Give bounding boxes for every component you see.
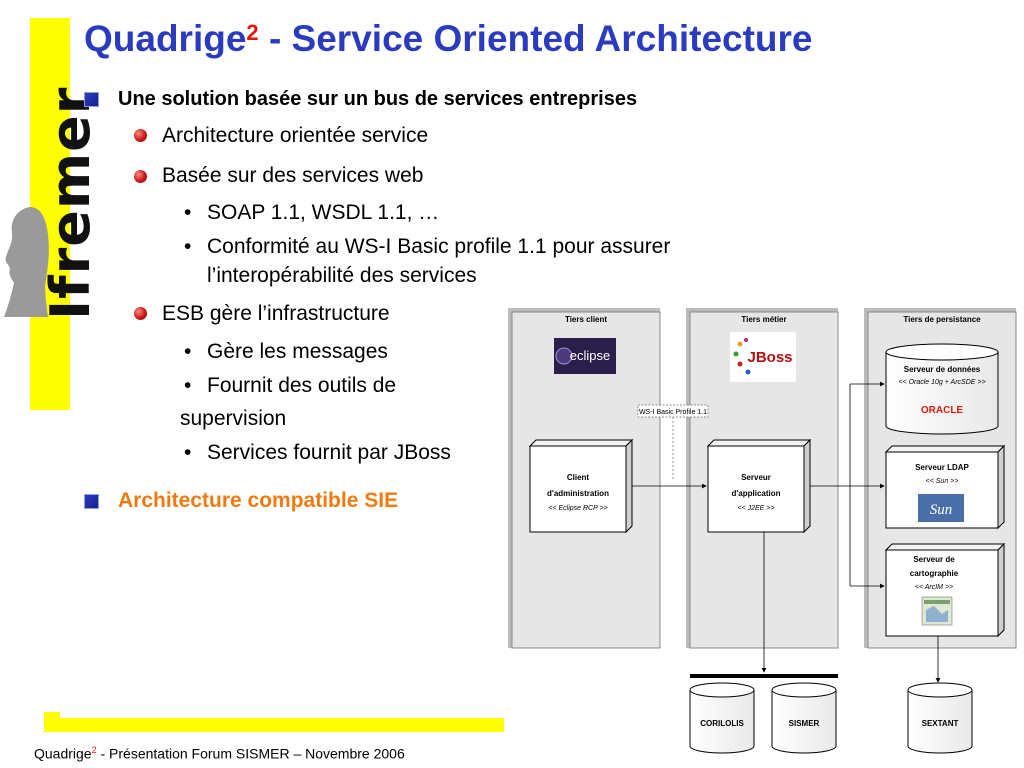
- tier-metier-label: Tiers métier: [741, 315, 786, 324]
- bullet-dot-icon: [134, 307, 147, 320]
- svg-text:d'application: d'application: [731, 489, 780, 498]
- bullet-l2: Basée sur des services web: [162, 164, 424, 187]
- ws-i-profile-label: WS-I Basic Profile 1.1: [637, 404, 709, 480]
- bullet-l3: SOAP 1.1, WSDL 1.1, …: [207, 201, 440, 224]
- tier-client-label: Tiers client: [565, 315, 607, 324]
- eclipse-logo: eclipse: [554, 338, 616, 374]
- slide-title: Quadrige2 - Service Oriented Architectur…: [84, 18, 813, 59]
- svg-text:<< Sun >>: << Sun >>: [926, 478, 959, 485]
- bullet-l3-marker: •: [184, 441, 192, 464]
- svg-text:Serveur de: Serveur de: [913, 555, 955, 564]
- architecture-diagram: Tiers client Tiers métier Tiers de persi…: [508, 308, 1017, 754]
- svg-text:<< Oracle 10g + ArcSDE >>: << Oracle 10g + ArcSDE >>: [898, 379, 985, 386]
- db-corilolis: CORILOLIS: [689, 682, 755, 754]
- svg-text:JBoss: JBoss: [747, 349, 792, 366]
- svg-text:Serveur LDAP: Serveur LDAP: [915, 463, 969, 472]
- data-server-cylinder: Serveur de données << Oracle 10g + ArcSD…: [885, 343, 999, 435]
- bullet-l1-highlight: Architecture compatible SIE: [118, 489, 399, 512]
- db-sextant: SEXTANT: [907, 682, 973, 754]
- svg-text:ORACLE: ORACLE: [921, 405, 964, 416]
- svg-text:SEXTANT: SEXTANT: [922, 719, 959, 728]
- bullet-dot-icon: [134, 129, 147, 142]
- svg-text:SISMER: SISMER: [789, 719, 820, 728]
- svg-text:Serveur: Serveur: [741, 473, 771, 482]
- carto-server-node: Serveur de cartographie << ArcIM >>: [884, 542, 1006, 638]
- svg-text:Client: Client: [567, 473, 590, 482]
- bullet-l3-marker: •: [184, 374, 192, 397]
- ldap-server-node: Serveur LDAP << Sun >> Sun: [884, 444, 1006, 530]
- svg-text:<< ArcIM >>: << ArcIM >>: [915, 584, 953, 591]
- band-divider: [60, 712, 504, 718]
- bullet-l3: Gère les messages: [207, 340, 388, 363]
- footer: Quadrige2 - Présentation Forum SISMER – …: [34, 745, 405, 762]
- ifremer-logo: Ifremer: [39, 86, 102, 320]
- bullet-square-icon: [84, 494, 99, 509]
- tier-persistance-label: Tiers de persistance: [903, 315, 981, 324]
- server-links: [761, 381, 941, 683]
- svg-text:Serveur de données: Serveur de données: [904, 365, 981, 374]
- bullet-l3: Fournit des outils de: [207, 374, 397, 397]
- svg-text:<< Eclipse RCP >>: << Eclipse RCP >>: [548, 505, 607, 512]
- svg-text:Sun: Sun: [930, 502, 953, 518]
- client-admin-node: Client d'administration << Eclipse RCP >…: [528, 438, 634, 534]
- title-superscript: 2: [246, 20, 259, 45]
- head-silhouette-icon: [4, 207, 49, 317]
- bullet-square-icon: [84, 92, 99, 107]
- bullet-dot-icon: [134, 170, 147, 183]
- svg-text:cartographie: cartographie: [910, 569, 959, 578]
- jboss-logo: JBoss: [730, 332, 796, 382]
- bullet-l2: Architecture orientée service: [162, 124, 429, 147]
- bullet-l3-marker: •: [184, 235, 192, 258]
- svg-text:CORILOLIS: CORILOLIS: [700, 719, 744, 728]
- svg-text:WS-I Basic Profile 1.1: WS-I Basic Profile 1.1: [639, 409, 707, 416]
- bullet-l2: ESB gère l’infrastructure: [162, 302, 390, 325]
- bullet-l3-cont: l’interopérabilité des services: [207, 264, 477, 287]
- bullet-l3-marker: •: [184, 340, 192, 363]
- bullet-l3-marker: •: [184, 201, 192, 224]
- svg-text:d'administration: d'administration: [547, 489, 609, 498]
- footer-superscript: 2: [91, 745, 97, 755]
- bullet-l3: Conformité au WS-I Basic profile 1.1 pou…: [207, 235, 671, 258]
- bullet-l3: Services fournit par JBoss: [207, 441, 451, 464]
- application-server-node: Serveur d'application << J2EE >>: [706, 438, 812, 534]
- esb-bus-bar: [690, 674, 838, 678]
- svg-text:<< J2EE >>: << J2EE >>: [738, 505, 775, 512]
- svg-text:eclipse: eclipse: [570, 348, 610, 363]
- db-sismer: SISMER: [771, 682, 837, 754]
- bullet-l1: Une solution basée sur un bus de service…: [118, 88, 638, 110]
- bullet-l3-cont: supervision: [180, 407, 287, 430]
